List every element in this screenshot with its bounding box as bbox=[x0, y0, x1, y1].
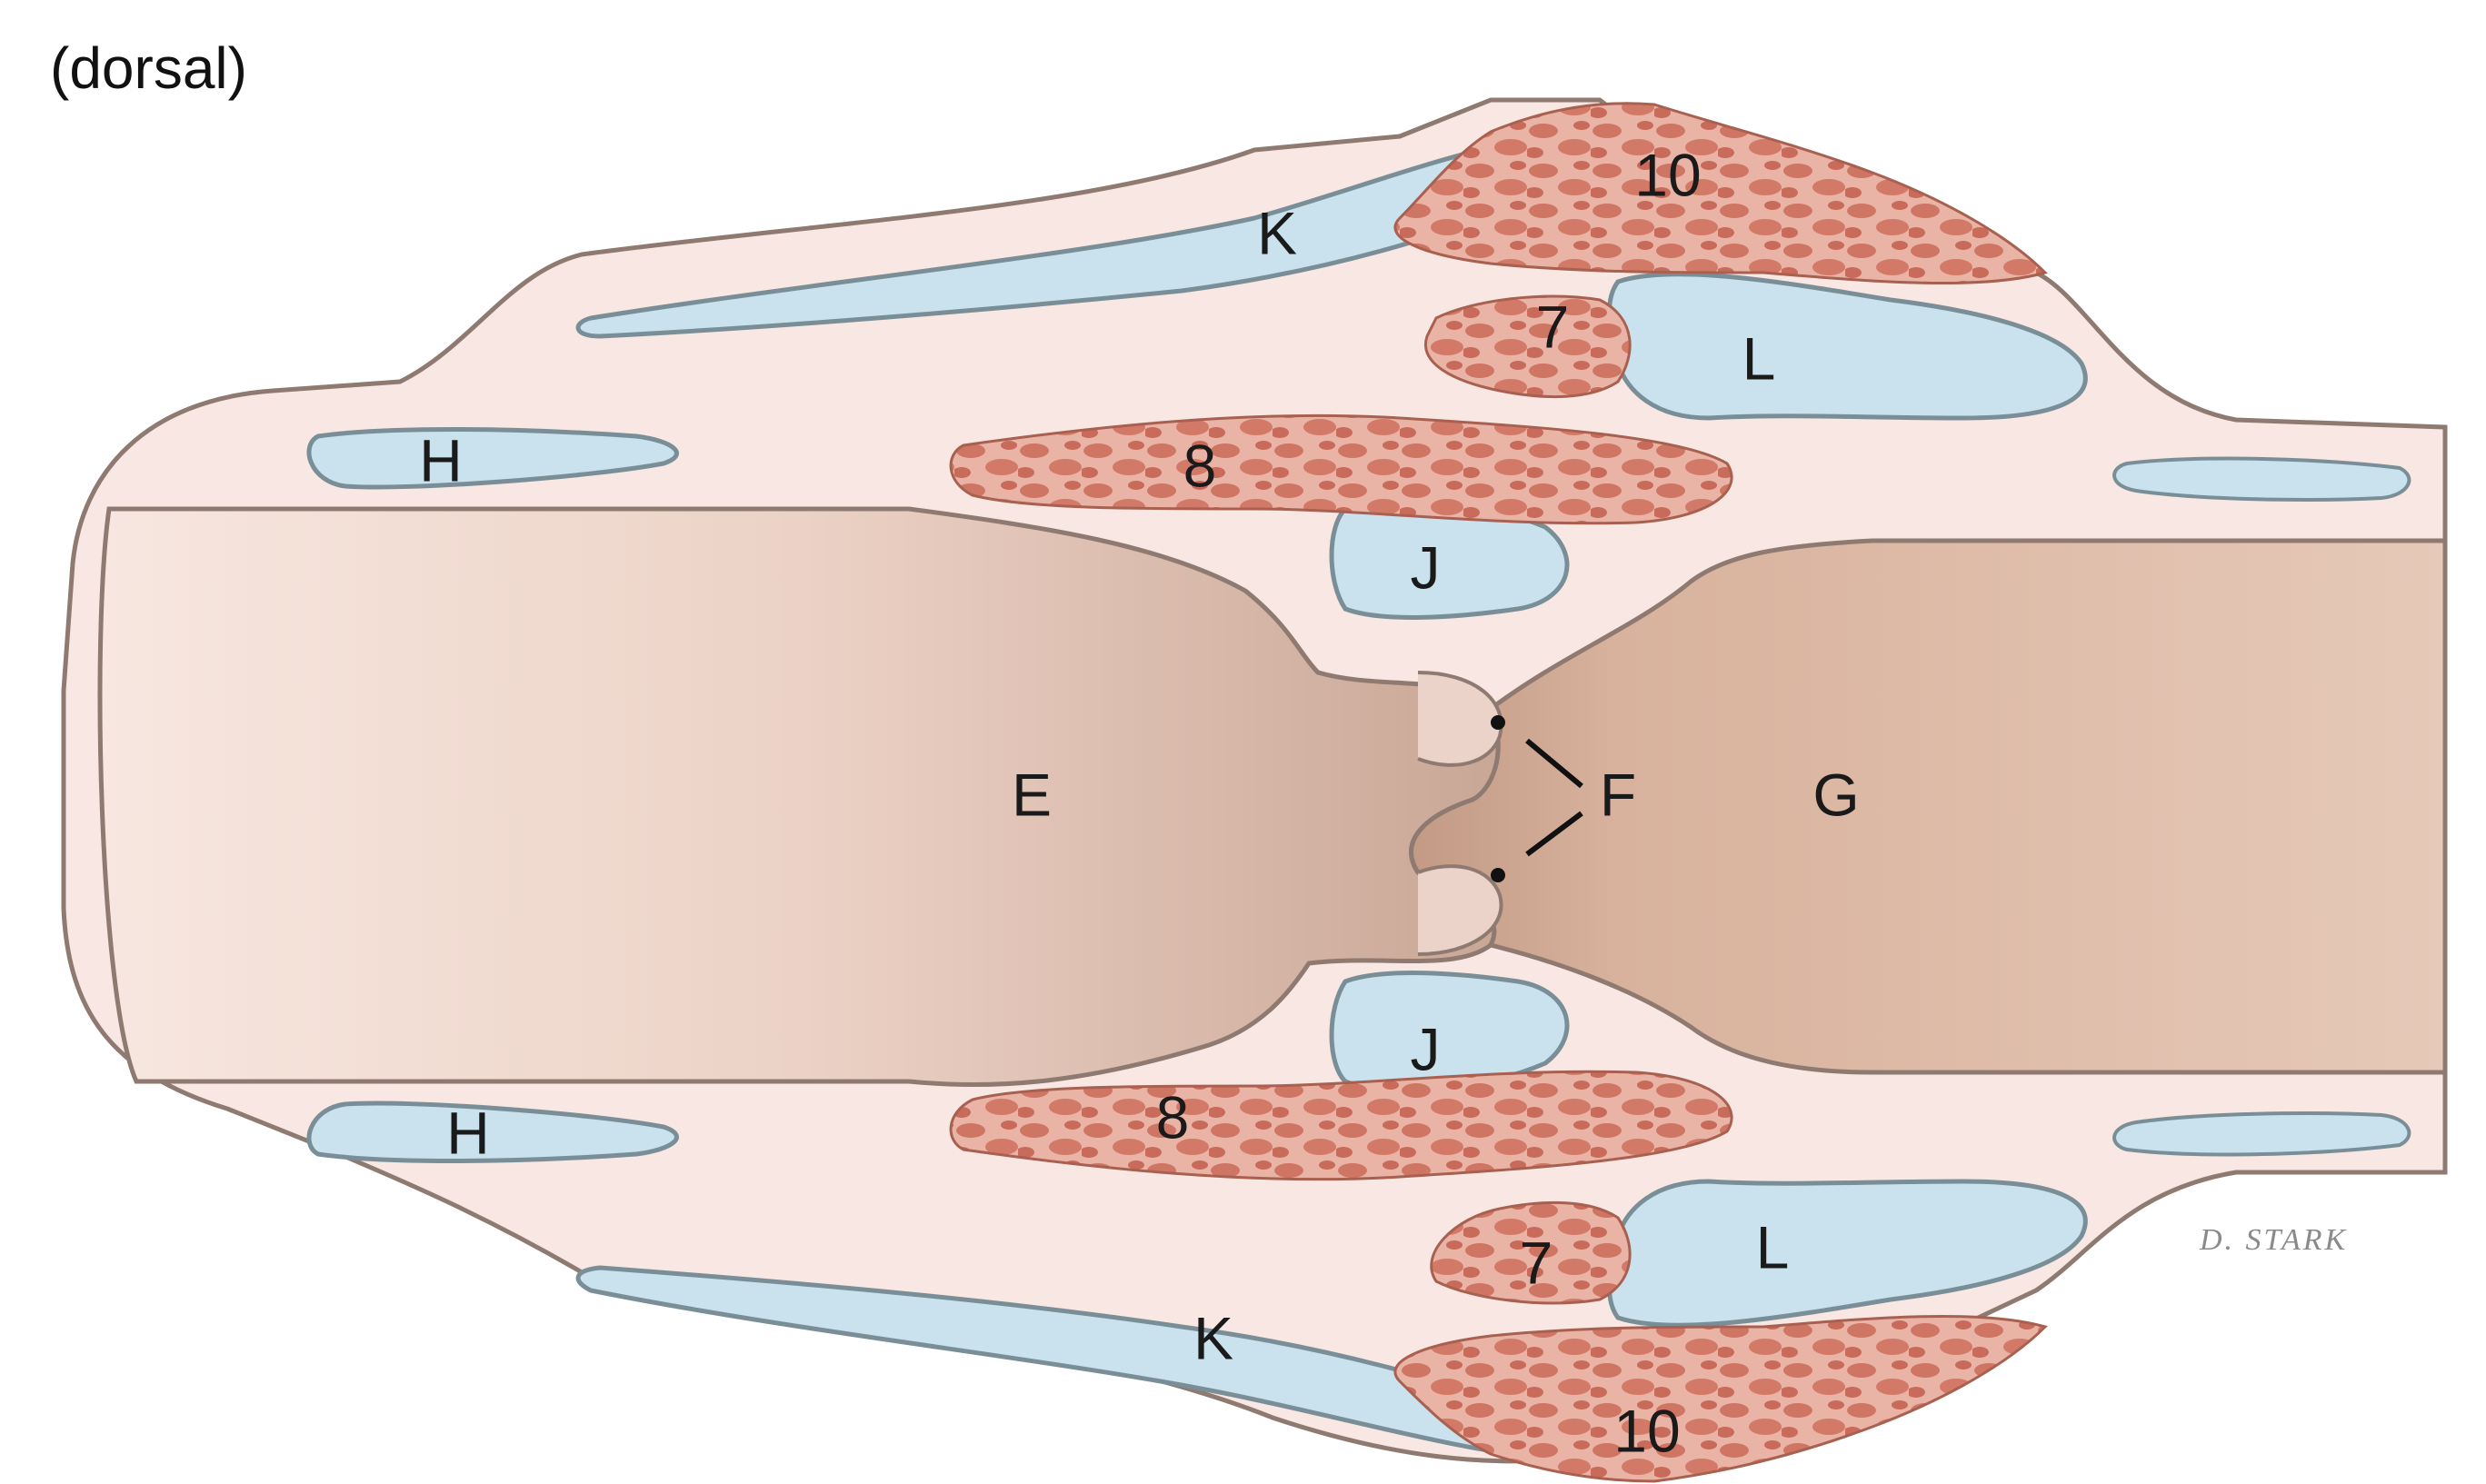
label-7-upper: 7 bbox=[1536, 293, 1570, 360]
label-L-upper: L bbox=[1742, 324, 1776, 392]
view-label: (dorsal) bbox=[50, 35, 247, 101]
label-K-lower: K bbox=[1193, 1304, 1233, 1371]
label-7-lower: 7 bbox=[1520, 1229, 1553, 1296]
label-E: E bbox=[1012, 761, 1052, 828]
label-J-upper: J bbox=[1411, 533, 1441, 601]
label-H-lower: H bbox=[446, 1099, 490, 1166]
tracheal-ring-upper bbox=[2114, 459, 2409, 500]
cartilage-L-lower bbox=[1610, 1181, 2086, 1325]
tracheal-ring-lower bbox=[2114, 1113, 2409, 1154]
artist-signature: D. STARK bbox=[2199, 1223, 2348, 1257]
vocal-process-dot-upper bbox=[1491, 715, 1505, 730]
label-8-lower: 8 bbox=[1156, 1083, 1190, 1150]
vocal-process-dot-lower bbox=[1491, 868, 1505, 882]
label-8-upper: 8 bbox=[1183, 432, 1217, 499]
label-F: F bbox=[1600, 761, 1636, 828]
label-K-upper: K bbox=[1257, 199, 1297, 266]
label-10-upper: 10 bbox=[1634, 141, 1701, 208]
label-L-lower: L bbox=[1756, 1213, 1790, 1280]
label-H-upper: H bbox=[419, 426, 463, 493]
label-J-lower: J bbox=[1411, 1015, 1441, 1082]
label-10-lower: 10 bbox=[1613, 1397, 1680, 1464]
muscle-10-upper bbox=[1395, 104, 2045, 284]
label-G: G bbox=[1812, 761, 1859, 828]
